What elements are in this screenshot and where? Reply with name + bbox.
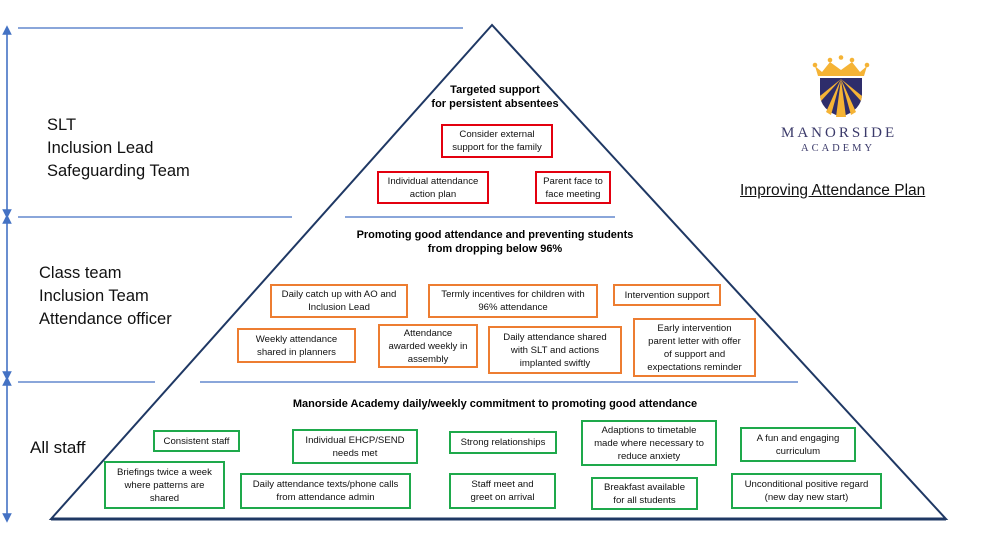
- tier-middle-heading: Promoting good attendance and preventing…: [356, 229, 634, 255]
- staff-label: Inclusion Lead: [47, 139, 154, 157]
- action-box: Termly incentives for children with 96% …: [428, 284, 598, 318]
- staff-label: All staff: [30, 438, 86, 457]
- action-box: Individual attendance action plan: [377, 171, 489, 204]
- action-box: A fun and engaging curriculum: [740, 427, 856, 462]
- logo-subtitle: ACADEMY: [801, 143, 876, 154]
- tier-top-heading: Targeted support for persistent absentee…: [431, 84, 559, 110]
- action-box: Daily attendance texts/phone calls from …: [240, 473, 411, 509]
- action-box: Weekly attendance shared in planners: [237, 328, 356, 363]
- staff-label: Class team: [39, 264, 122, 282]
- staff-label: SLT: [47, 116, 77, 134]
- page-title: Improving Attendance Plan: [740, 182, 926, 199]
- logo-name: MANORSIDE: [781, 125, 898, 141]
- action-box: Consider external support for the family: [441, 124, 553, 158]
- action-box: Intervention support: [613, 284, 721, 306]
- action-box: Consistent staff: [153, 430, 240, 452]
- action-box: Strong relationships: [449, 431, 557, 454]
- action-box: Briefings twice a week where patterns ar…: [104, 461, 225, 509]
- action-box: Unconditional positive regard (new day n…: [731, 473, 882, 509]
- action-box: Breakfast available for all students: [591, 477, 698, 510]
- action-box: Adaptions to timetable made where necess…: [581, 420, 717, 466]
- tier-bottom-staff: All staff: [30, 436, 85, 459]
- staff-label: Inclusion Team: [39, 287, 149, 305]
- staff-label: Safeguarding Team: [47, 162, 190, 180]
- staff-label: Attendance officer: [39, 310, 172, 328]
- tier-middle-staff: Class team Inclusion Team Attendance off…: [39, 262, 172, 331]
- action-box: Parent face to face meeting: [535, 171, 611, 204]
- action-box: Staff meet and greet on arrival: [449, 473, 556, 509]
- action-box: Attendance awarded weekly in assembly: [378, 324, 478, 368]
- manorside-crest-logo: [812, 55, 870, 117]
- action-box: Daily attendance shared with SLT and act…: [488, 326, 622, 374]
- tier-bottom-heading: Manorside Academy daily/weekly commitmen…: [292, 398, 698, 410]
- action-box: Early intervention parent letter with of…: [633, 318, 756, 377]
- tier-top-staff: SLT Inclusion Lead Safeguarding Team: [47, 114, 190, 183]
- action-box: Individual EHCP/SEND needs met: [292, 429, 418, 464]
- action-box: Daily catch up with AO and Inclusion Lea…: [270, 284, 408, 318]
